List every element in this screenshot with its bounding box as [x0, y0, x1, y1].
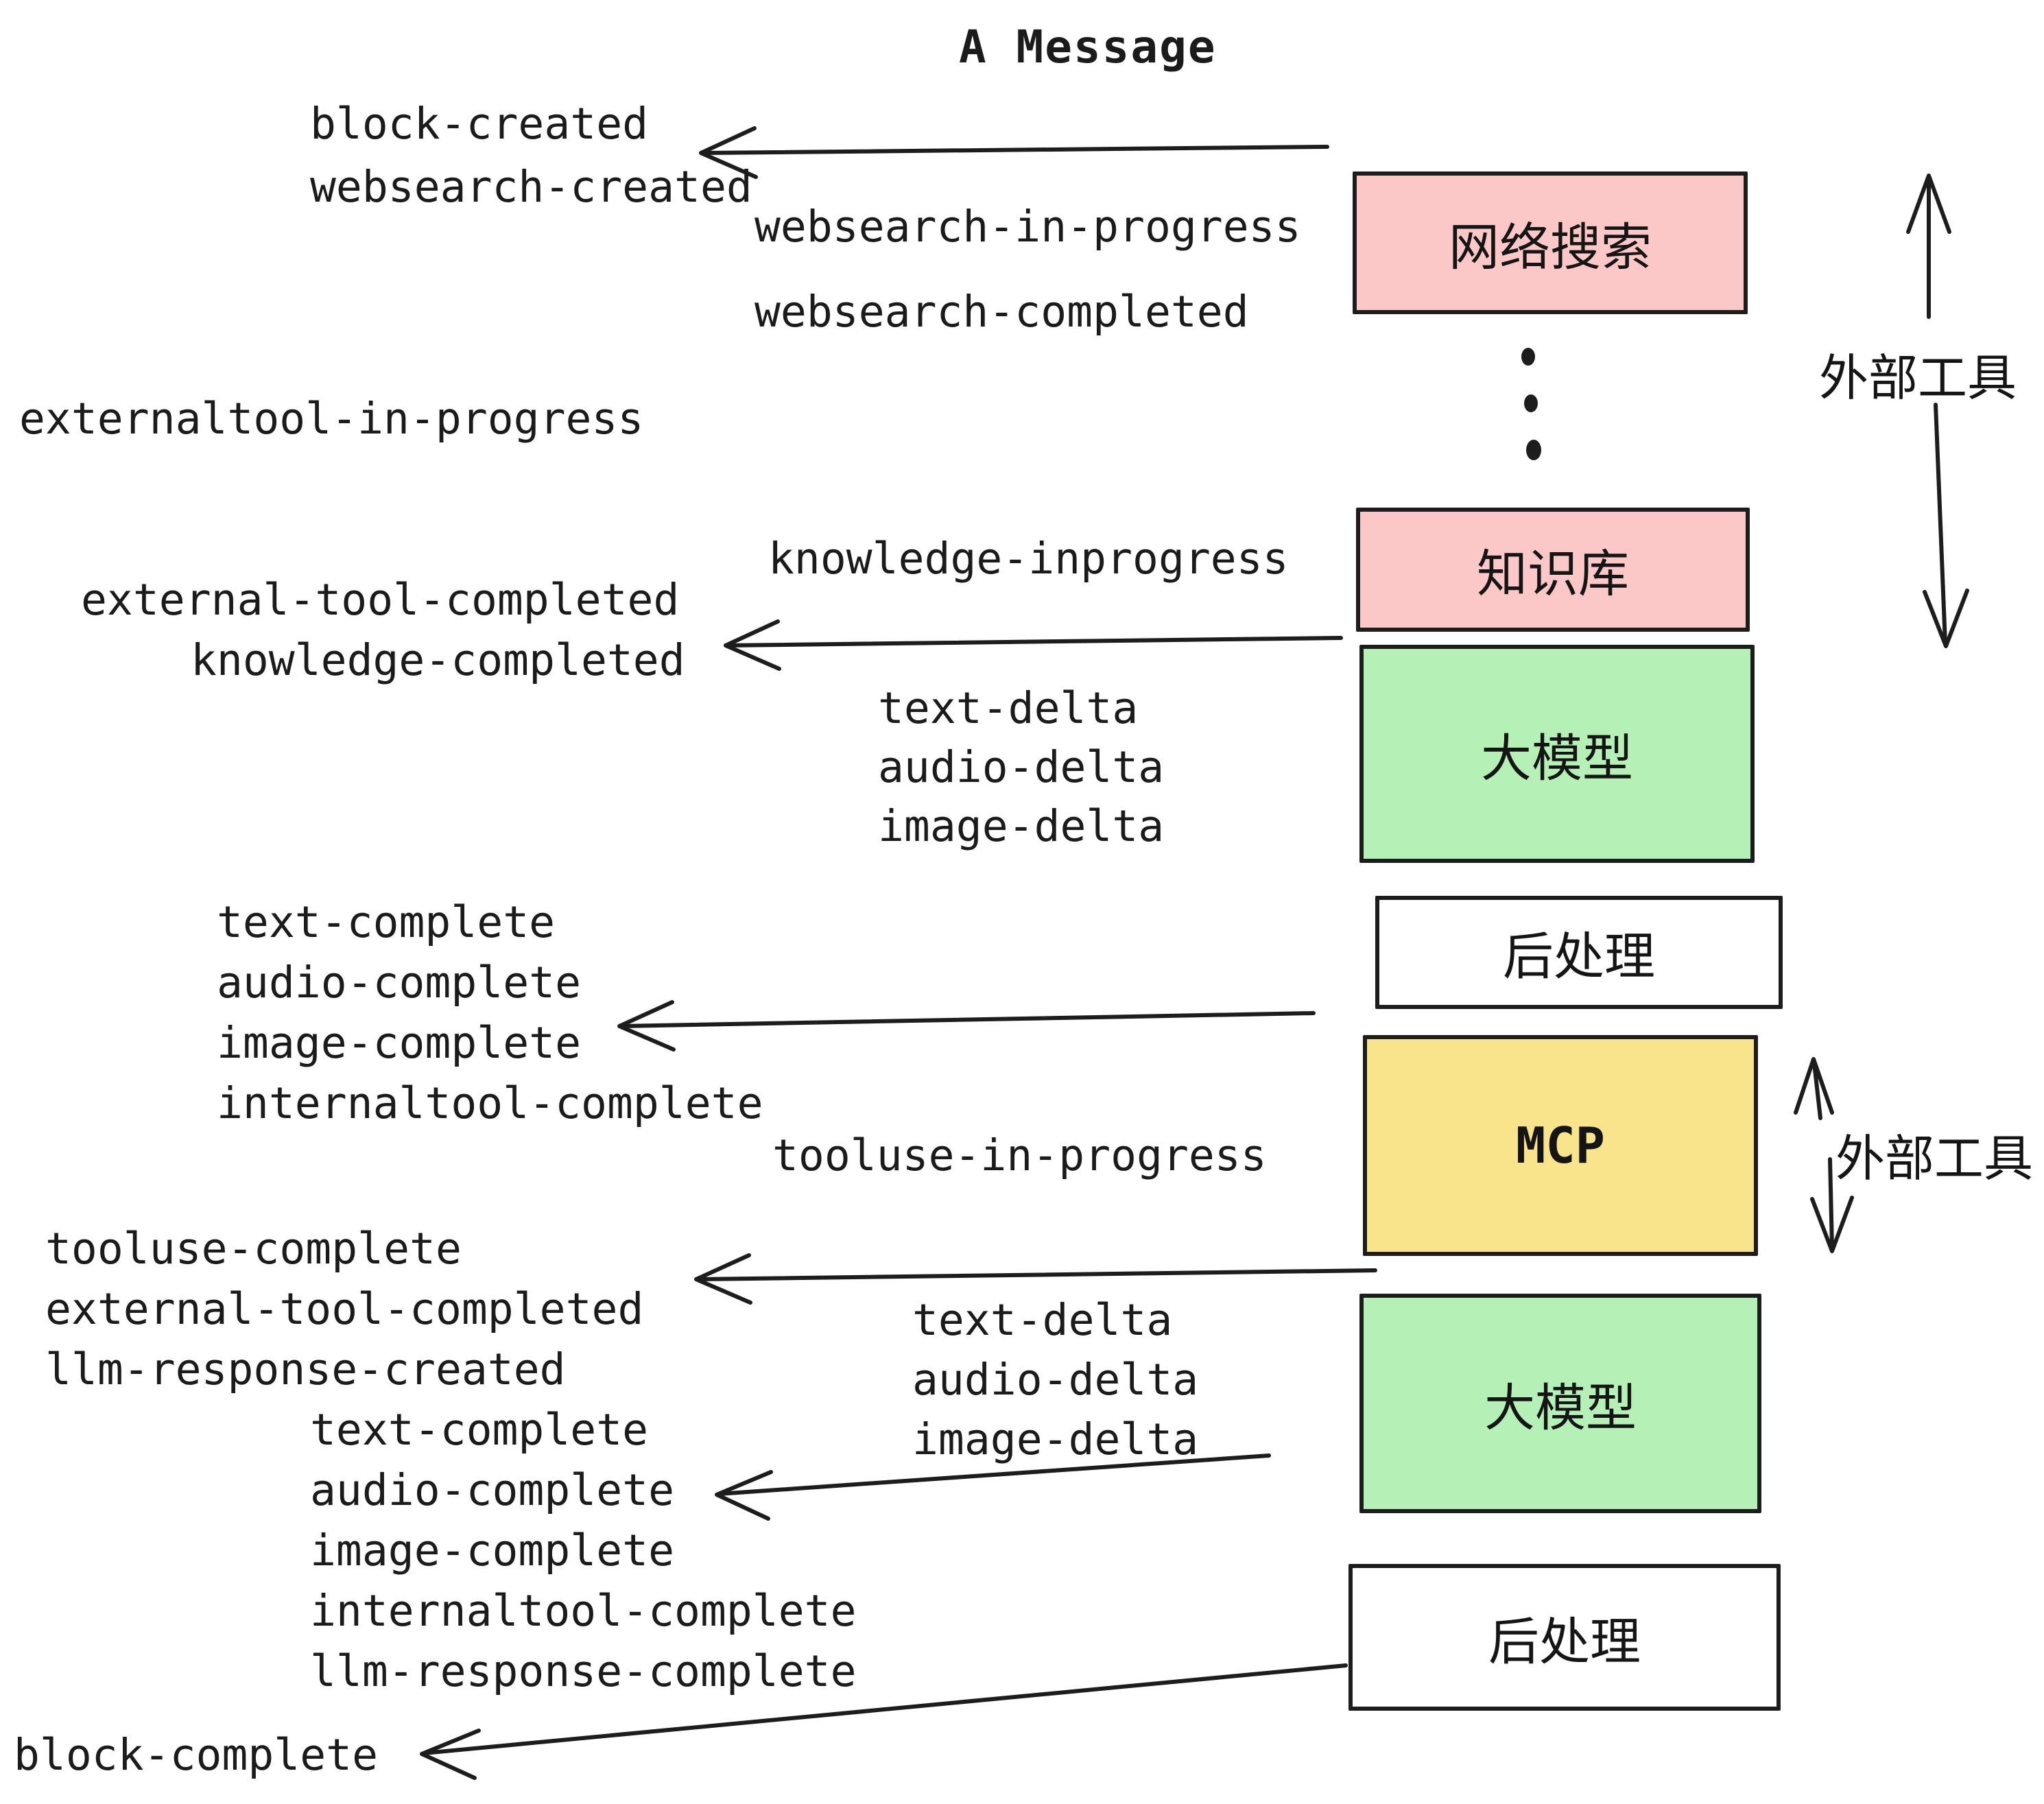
event-label-externaltool-in-progress: externaltool-in-progress: [19, 394, 644, 444]
arrow-llm2-to-audio-complete: [715, 1453, 1271, 1521]
llm-node-1-label: 大模型: [1481, 728, 1633, 788]
event-label-block-complete: block-complete: [14, 1730, 379, 1780]
event-label-audio-complete-1: audio-complete: [217, 958, 582, 1008]
event-label-text-complete-2: text-complete: [310, 1405, 649, 1455]
postprocess-node-1-label: 后处理: [1503, 927, 1655, 986]
event-label-image-delta-2: image-delta: [912, 1414, 1199, 1464]
arrow-websearch-to-block-created: [699, 126, 1329, 179]
event-label-llm-response-complete: llm-response-complete: [310, 1646, 857, 1696]
external-tools-label-mcp: 外部工具: [1835, 1130, 2034, 1187]
event-label-image-delta-1: image-delta: [878, 801, 1165, 851]
mcp-node: MCP: [1363, 1035, 1758, 1256]
arrow-postprocess1-to-complete-group: [617, 1000, 1316, 1052]
event-label-internaltool-complete-1: internaltool-complete: [217, 1078, 763, 1128]
event-label-image-complete-1: image-complete: [217, 1018, 582, 1068]
external-tools-label-top: 外部工具: [1819, 349, 2017, 407]
external-tools-span-arrow-top: [1906, 174, 1969, 648]
event-label-llm-response-created: llm-response-created: [45, 1344, 566, 1394]
event-label-knowledge-inprogress: knowledge-inprogress: [768, 534, 1289, 584]
event-label-websearch-in-progress: websearch-in-progress: [754, 202, 1301, 252]
arrow-knowledge-to-completed: [724, 619, 1343, 671]
event-label-tooluse-in-progress: tooluse-in-progress: [772, 1130, 1267, 1180]
websearch-node: 网络搜索: [1353, 171, 1748, 314]
llm-node-2: 大模型: [1359, 1294, 1761, 1513]
page-title: A Message: [959, 21, 1217, 73]
llm-node-1: 大模型: [1359, 645, 1755, 863]
event-label-external-tool-completed-1: external-tool-completed: [81, 575, 680, 625]
websearch-node-label: 网络搜索: [1449, 217, 1652, 277]
event-label-block-created: block-created: [310, 99, 649, 149]
event-label-internaltool-complete-2: internaltool-complete: [310, 1586, 857, 1636]
event-label-external-tool-completed-2: external-tool-completed: [45, 1284, 644, 1334]
event-label-websearch-created: websearch-created: [310, 162, 752, 212]
event-label-knowledge-completed: knowledge-completed: [191, 635, 685, 685]
event-label-image-complete-2: image-complete: [310, 1526, 675, 1576]
postprocess-node-2-label: 后处理: [1488, 1612, 1641, 1672]
event-label-text-complete-1: text-complete: [217, 897, 556, 947]
event-label-audio-delta-2: audio-delta: [912, 1355, 1199, 1405]
postprocess-node-2: 后处理: [1348, 1564, 1781, 1711]
knowledge-node: 知识库: [1356, 508, 1750, 632]
event-label-audio-delta-1: audio-delta: [878, 742, 1165, 792]
event-label-websearch-completed: websearch-completed: [754, 287, 1249, 337]
ellipsis-dots: [1521, 348, 1541, 460]
knowledge-node-label: 知识库: [1477, 545, 1629, 604]
postprocess-node-1: 后处理: [1375, 896, 1783, 1009]
mcp-node-label: MCP: [1515, 1117, 1606, 1174]
event-label-tooluse-complete: tooluse-complete: [45, 1224, 462, 1274]
event-label-text-delta-1: text-delta: [878, 683, 1139, 733]
event-label-audio-complete-2: audio-complete: [310, 1465, 675, 1515]
event-label-text-delta-2: text-delta: [912, 1295, 1173, 1345]
llm-node-2-label: 大模型: [1484, 1378, 1637, 1438]
